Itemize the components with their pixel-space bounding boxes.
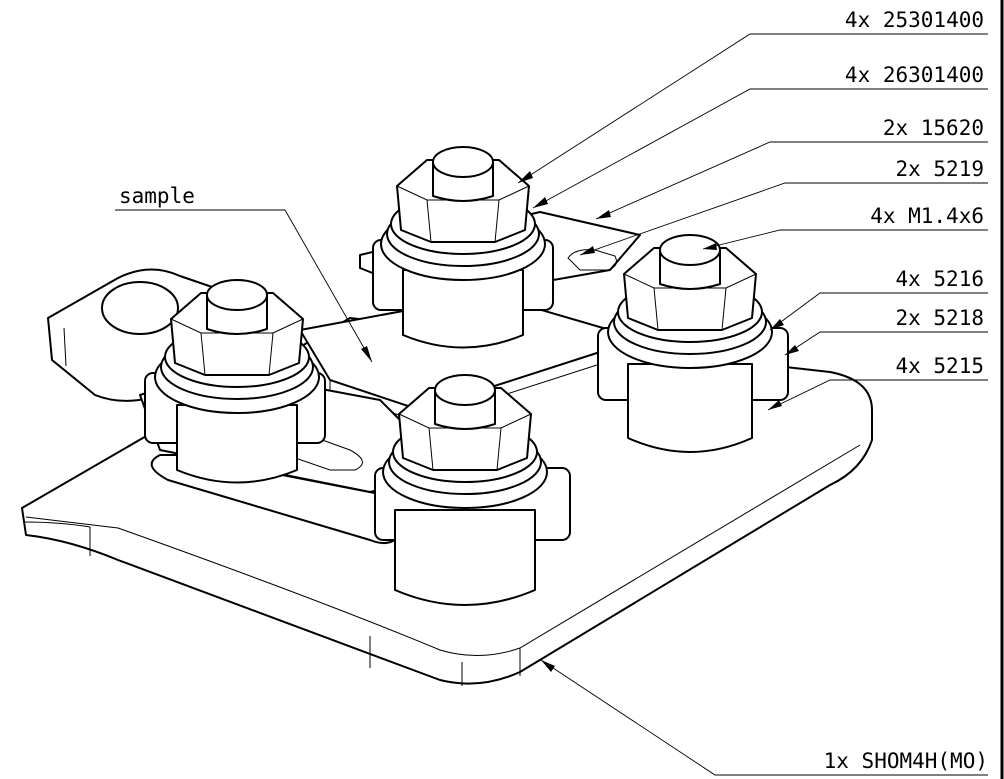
callout-26301400: 4x 26301400 <box>845 63 984 87</box>
callout-sample: sample <box>119 184 195 208</box>
callout-5219: 2x 5219 <box>895 157 984 181</box>
callout-5216: 4x 5216 <box>895 267 984 291</box>
leader-lines <box>115 33 988 776</box>
callout-5215: 4x 5215 <box>895 354 984 378</box>
callout-15620: 2x 15620 <box>883 116 984 140</box>
bolt-stack-front <box>374 374 571 606</box>
callout-base-plate: 1x SHOM4H(MO) <box>824 749 988 773</box>
bolt-stack-left <box>144 279 326 484</box>
callout-5218: 2x 5218 <box>895 306 984 330</box>
bolt-stack-back <box>372 146 554 349</box>
callout-m1-4x6: 4x M1.4x6 <box>870 204 984 228</box>
callout-25301400: 4x 25301400 <box>845 8 984 32</box>
bolt-stack-right <box>597 234 789 453</box>
